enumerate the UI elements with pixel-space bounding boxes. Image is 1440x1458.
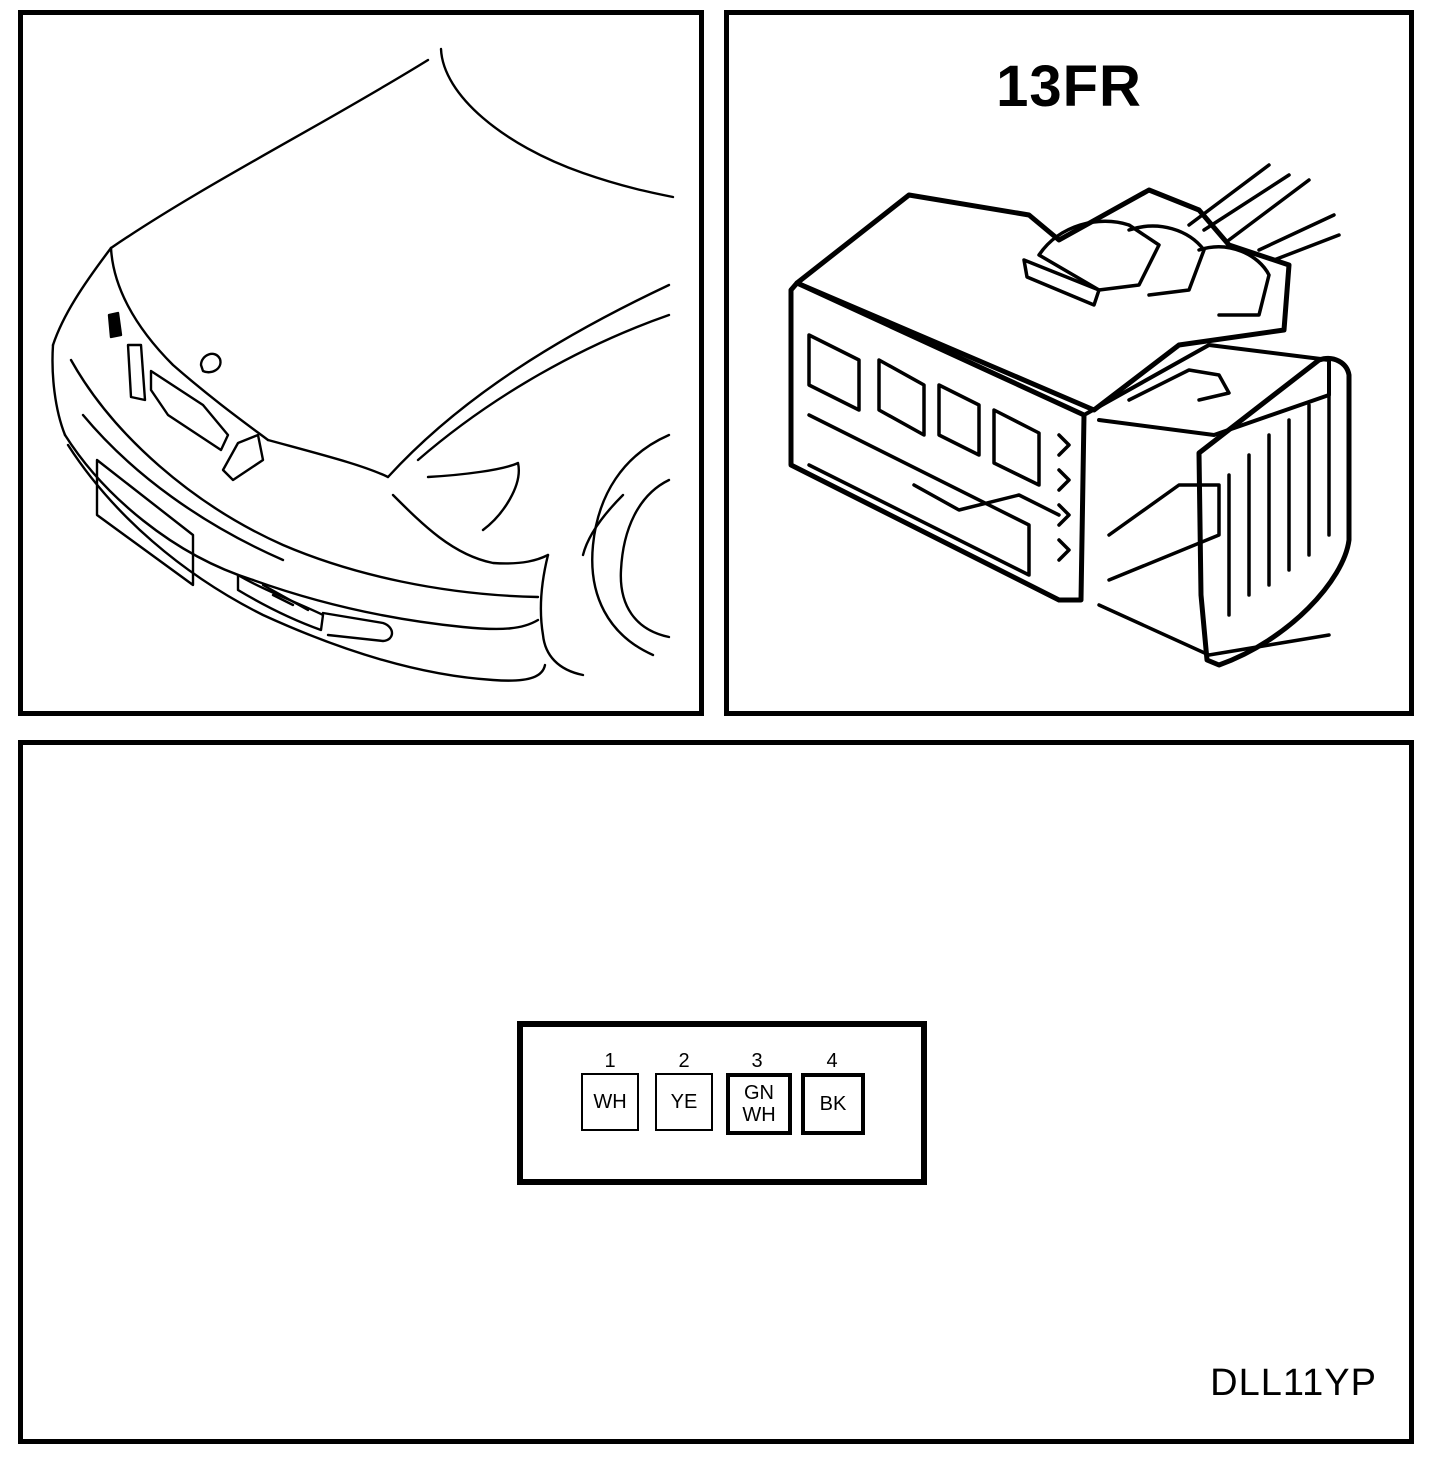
pin-2: 2 YE — [653, 1049, 715, 1131]
connector-id-label: 13FR — [996, 54, 1142, 119]
wire-color-label: WH — [593, 1091, 627, 1113]
pin-number: 4 — [826, 1050, 838, 1072]
wire-color-label: BK — [819, 1093, 847, 1115]
pin-color-box: YE — [655, 1073, 713, 1131]
pin-color-box: BK — [801, 1073, 865, 1135]
connector-housing-drawing — [788, 163, 1352, 668]
pin-3: 3 GN WH — [726, 1049, 792, 1135]
connector-face: 1 WH 2 YE 3 GN WH 4 BK — [517, 1021, 927, 1185]
wire-color-label: GN — [744, 1082, 774, 1104]
pin-number: 3 — [751, 1050, 763, 1072]
vehicle-front-drawing — [51, 47, 675, 682]
pinout-panel: 1 WH 2 YE 3 GN WH 4 BK DLL11YP — [18, 740, 1414, 1444]
pin-number: 2 — [678, 1050, 690, 1072]
pin-color-box: GN WH — [726, 1073, 792, 1135]
connector-view-panel: 13FR — [724, 10, 1414, 716]
pin-4: 4 BK — [801, 1049, 865, 1135]
pin-number: 1 — [604, 1050, 616, 1072]
pin-1: 1 WH — [579, 1049, 641, 1131]
wire-color-label: YE — [670, 1091, 698, 1113]
vehicle-location-panel — [18, 10, 704, 716]
reference-code: DLL11YP — [1210, 1362, 1377, 1404]
wire-color-label: WH — [742, 1104, 776, 1126]
pin-color-box: WH — [581, 1073, 639, 1131]
